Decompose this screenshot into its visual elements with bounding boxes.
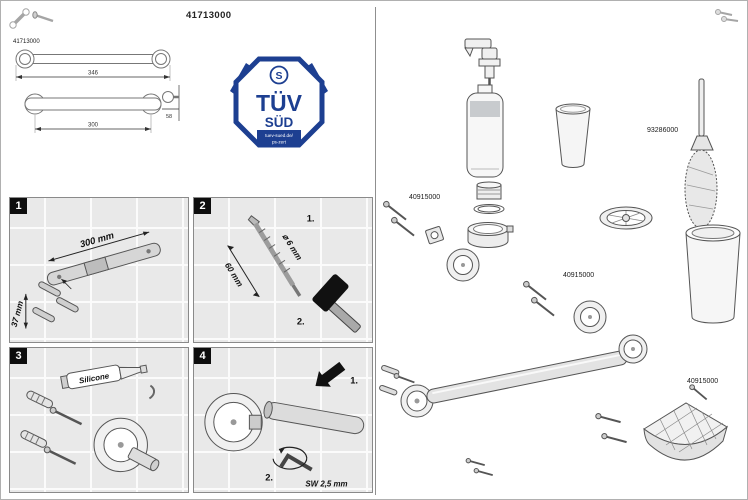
small-screws-icon [465, 457, 493, 476]
silicone-tube-icon: Silicone [60, 364, 148, 390]
tuv-footer-line2: ps-zert [272, 140, 287, 145]
step-3-illustration: Silicone [20, 364, 160, 473]
screws-icon [715, 9, 739, 22]
wall-plate-icon [204, 392, 263, 452]
step2-marker-2: 2. [297, 316, 305, 327]
tuv-name-top: TÜV [256, 90, 303, 116]
dim-projection: 58 [166, 114, 172, 120]
wall-plate-icon [93, 417, 160, 473]
step-3-box: 3 Silicone [9, 347, 189, 493]
panel-divider [375, 7, 376, 495]
installation-steps: 1 300 mm [9, 197, 373, 493]
step-2-number: 2 [194, 198, 211, 214]
hex-key-size-label: SW 2,5 mm [305, 479, 347, 488]
bar-side-view: 58 [162, 85, 180, 121]
dispenser-bottle-icon [466, 84, 504, 178]
mounting-screws-icon [523, 280, 555, 317]
drill-bit-icon [247, 215, 302, 297]
tuv-footer-band [257, 130, 301, 146]
step2-marker-1: 1. [307, 213, 315, 224]
dim-60mm: 60 mm [223, 261, 246, 289]
exploded-parts-diagram: 40915000 [379, 38, 741, 476]
part-label-holder-mount: 40915000 [563, 272, 594, 279]
wall-plug-icon [20, 390, 54, 448]
page-title-part-number: 41713000 [186, 10, 232, 21]
tools-icon [9, 8, 54, 29]
dim-37mm: 37 mm [10, 299, 25, 328]
tuv-sud-badge: S TÜV SÜD tuev-sued.de/ ps-zert [230, 56, 328, 148]
bar-front-view [24, 93, 162, 115]
step-2-box: 2 1. ⌀ 6 mm 60 mm [193, 197, 373, 343]
step-1-box: 1 300 mm [9, 197, 189, 343]
basket-screws-icon [595, 384, 708, 444]
step-2-illustration: 1. ⌀ 6 mm 60 mm [223, 213, 361, 333]
part-label-toilet-brush: 93286000 [647, 127, 678, 134]
drawing-part-number: 41713000 [13, 39, 40, 45]
wall-plate-icon [573, 300, 607, 334]
tuv-name-bottom: SÜD [265, 115, 294, 130]
grab-bar-icon [400, 334, 648, 418]
dim-overall-width: 346 [88, 71, 99, 77]
step-4-box: 4 1. 2. [193, 347, 373, 493]
hex-key-icon [272, 446, 313, 472]
step-4-number: 4 [194, 348, 211, 364]
mounting-bar-icon: 300 mm [46, 229, 161, 286]
tuv-s-letter: S [275, 70, 282, 82]
step4-marker-1: 1. [350, 375, 358, 386]
step-3-number: 3 [10, 348, 27, 364]
step-4-illustration: 1. 2. SW 2,5 mm [204, 361, 365, 488]
step4-marker-2: 2. [265, 472, 273, 483]
bar-icon [263, 401, 365, 435]
step-1-number: 1 [10, 198, 27, 214]
mounting-screws-icon [383, 200, 415, 237]
part-label-dispenser-mount: 40915000 [409, 194, 440, 201]
dim-300mm: 300 mm [78, 229, 115, 249]
tuv-s-logo [269, 65, 289, 85]
grab-bar-technical-drawing: 41713000 346 58 [13, 39, 180, 133]
corner-basket-icon [643, 402, 728, 461]
wall-plate-icon [446, 248, 480, 282]
tumbler-icon [555, 103, 591, 168]
soap-dish-icon [599, 206, 653, 230]
wall-plugs-and-screws-icon [379, 364, 415, 396]
bar-plan-view [15, 49, 171, 69]
brush-holder-cup-icon [685, 224, 741, 324]
dim-6mm: ⌀ 6 mm [280, 232, 304, 263]
square-nut-icon [425, 226, 444, 245]
seal-ring-icon [473, 204, 505, 214]
screw-icon [43, 406, 83, 465]
wall-plug-icon [32, 281, 79, 323]
holder-ring-icon [467, 222, 514, 248]
push-arrow-icon [315, 361, 346, 387]
part-label-corner-basket: 40915000 [687, 378, 718, 385]
toilet-brush-icon [684, 78, 718, 229]
step-1-illustration: 300 mm 37 mm [10, 229, 161, 329]
tuv-footer-line1: tuev-sued.de/ [265, 133, 294, 138]
adapter-ring-icon [476, 181, 502, 200]
dim-hole-distance: 300 [88, 123, 99, 129]
hammer-icon [312, 274, 361, 333]
